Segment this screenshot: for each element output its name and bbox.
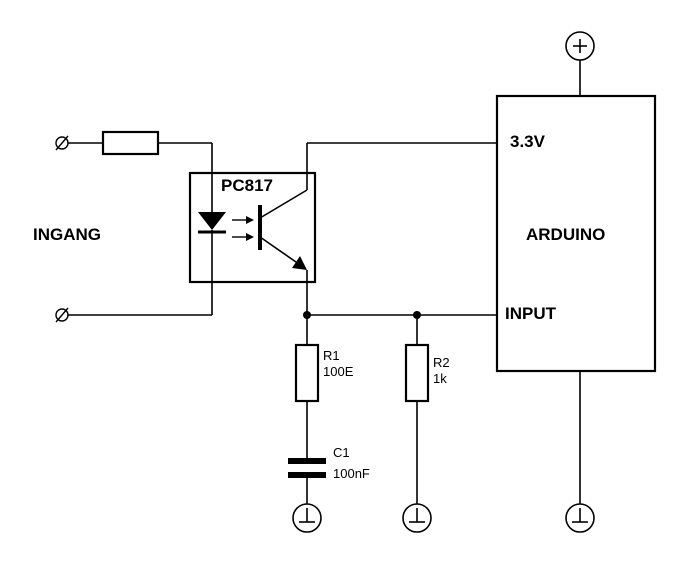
optocoupler-box <box>188 171 317 284</box>
ground-icon <box>402 503 432 533</box>
positive-supply-icon <box>565 31 595 61</box>
r1-name-label: R1 <box>323 348 340 363</box>
optocoupler-label: PC817 <box>221 176 273 195</box>
light-arrows-icon <box>232 216 254 241</box>
ground-icon <box>565 503 595 533</box>
c1-name-label: C1 <box>333 445 350 460</box>
resistor-r2 <box>404 343 430 403</box>
resistor-r1 <box>294 343 320 403</box>
r2-value-label: 1k <box>433 371 447 386</box>
r2-name-label: R2 <box>433 355 450 370</box>
ground-icon <box>292 503 322 533</box>
c1-value-label: 100nF <box>333 466 370 481</box>
input-series-resistor <box>101 130 160 156</box>
arduino-label: ARDUINO <box>526 225 605 244</box>
phototransistor-icon <box>258 189 308 270</box>
capacitor-c1 <box>288 458 326 478</box>
ingang-label: INGANG <box>33 225 101 244</box>
pin-3v3-label: 3.3V <box>510 132 546 151</box>
input-terminal-bottom <box>55 307 69 323</box>
arduino-box <box>495 94 657 373</box>
r1-value-label: 100E <box>323 364 354 379</box>
pin-input-label: INPUT <box>505 304 557 323</box>
input-terminal-top <box>55 135 69 151</box>
led-icon <box>198 212 226 238</box>
